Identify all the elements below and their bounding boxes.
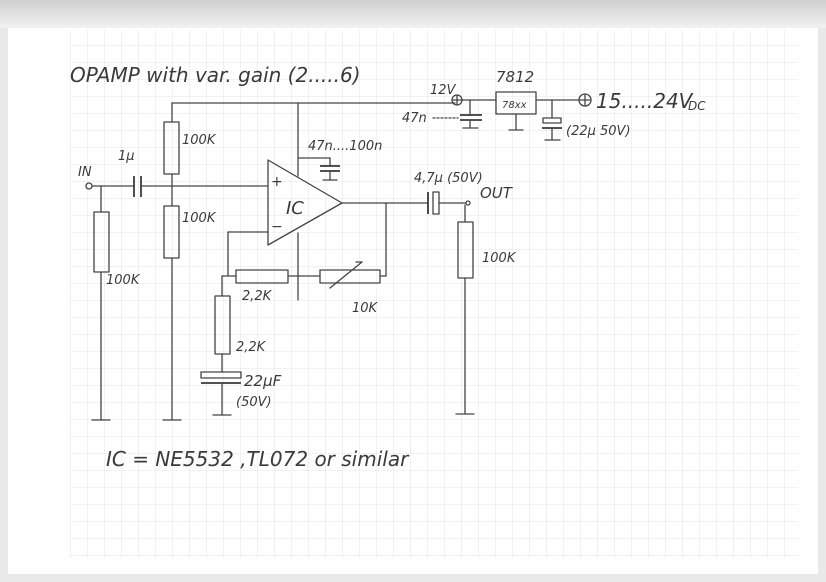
r-in-label: 100K (106, 273, 141, 288)
r-out-label: 100K (482, 251, 517, 266)
c-decouple-label: 47n....100n (308, 139, 382, 154)
c-out-label: 4,7µ (50V) (414, 171, 483, 186)
c-reg-in-label: 47n (402, 111, 427, 126)
minus-label: − (271, 219, 283, 235)
c-fb-v-label: (50V) (236, 395, 272, 410)
v12-label: 12V (430, 83, 457, 98)
r-bias-bot-label: 100K (182, 211, 217, 226)
out-label: OUT (480, 184, 514, 202)
footer-note: IC = NE5532 ,TL072 or similar (106, 447, 410, 471)
c-decouple (297, 157, 340, 181)
supply-terminal (578, 93, 592, 107)
r-fb2-label: 2,2K (236, 340, 267, 355)
c-in-label: 1µ (118, 149, 135, 164)
c-reg-out (542, 99, 562, 141)
feedback-network (200, 202, 387, 416)
scanner-top-edge (0, 0, 826, 28)
plus-label: + (271, 174, 283, 190)
r-bias-top-label: 100K (182, 133, 217, 148)
supply-rail (171, 94, 579, 106)
supply-label: 15.....24V (596, 89, 694, 113)
diagram-title: OPAMP with var. gain (2.....6) (70, 63, 361, 87)
reg-body-label: 78xx (502, 100, 527, 111)
ic-label: IC (286, 198, 304, 219)
pot-label: 10K (352, 301, 379, 316)
c-in (133, 176, 269, 197)
r-bias-top (163, 102, 180, 207)
r-fb1-label: 2,2K (242, 289, 273, 304)
in-label: IN (78, 165, 92, 180)
r-bias-bot (162, 205, 182, 421)
supply-sub-label: DC (688, 99, 706, 113)
reg-label: 7812 (496, 68, 534, 86)
output-path (341, 191, 475, 415)
c-reg-out-label: (22µ 50V) (566, 124, 631, 139)
regulator-7812 (495, 91, 537, 131)
opamp (267, 102, 343, 301)
input-node (85, 182, 135, 421)
c-reg-in (432, 99, 482, 129)
c-fb-label: 22µF (244, 372, 282, 390)
